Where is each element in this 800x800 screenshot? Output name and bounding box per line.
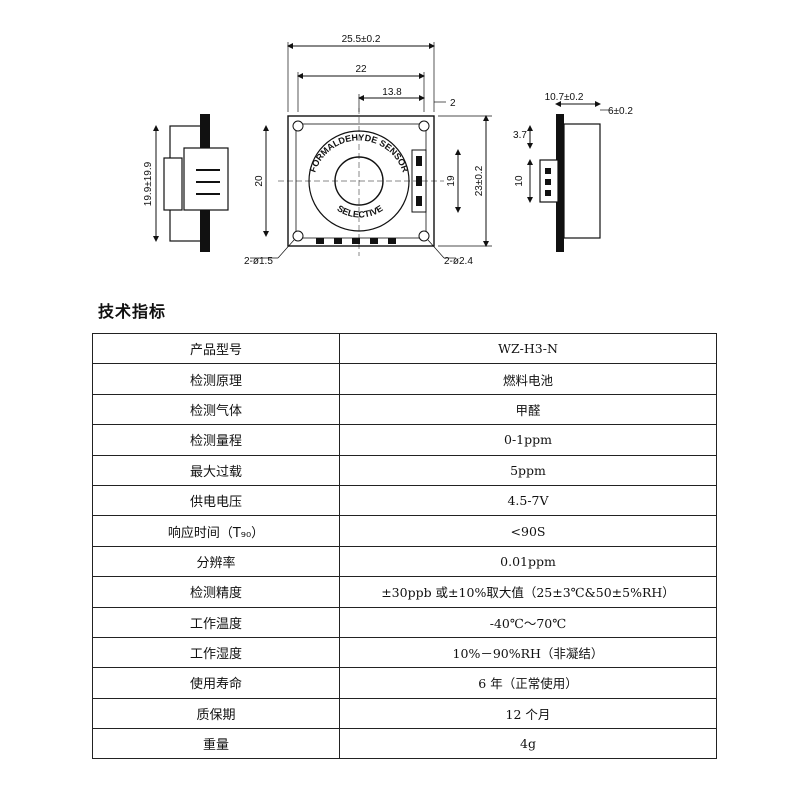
spec-label: 工作温度 xyxy=(92,606,340,638)
dim-overall-width: 25.5±0.2 xyxy=(342,34,381,45)
dim-hole-large: 2-ø2.4 xyxy=(444,256,473,267)
mount-hole-bl xyxy=(292,230,304,242)
spec-label: 质保期 xyxy=(92,697,340,730)
right-side-view: 10.7±0.2 6±0.2 3.7 10 xyxy=(513,92,633,252)
front-view: FORMALDEHYDE SENSOR SELECTIVE xyxy=(278,108,444,256)
spec-row: 检测原理燃料电池 xyxy=(92,363,717,395)
spec-value: 6 年（正常使用） xyxy=(339,667,717,699)
spec-value: <90S xyxy=(339,515,717,547)
front-dimensions: 25.5±0.2 22 13.8 2 20 19 23±0.2 2-ø1.5 2… xyxy=(244,34,492,267)
dim-overall-height: 23±0.2 xyxy=(474,165,485,196)
spec-value: ±30ppb 或±10%取大值（25±3℃&50±5%RH） xyxy=(339,576,717,608)
spec-label: 检测气体 xyxy=(92,393,340,426)
spec-value: 5ppm xyxy=(339,454,717,486)
dim-hole-spacing-v: 20 xyxy=(254,175,265,187)
spec-label: 供电电压 xyxy=(92,484,340,517)
dim-side-connector: 10 xyxy=(514,175,525,187)
dim-connector-height: 19 xyxy=(446,175,457,187)
svg-text:SELECTIVE: SELECTIVE xyxy=(335,203,384,219)
spec-value: -40℃～70℃ xyxy=(339,606,717,638)
spec-label: 重量 xyxy=(92,728,340,760)
sensor-dimension-drawing: 19.9±19.9 FORMALDEHYDE SENSOR SELECTIVE xyxy=(143,34,633,267)
dim-side-thickness: 6±0.2 xyxy=(608,106,633,117)
spec-value: 4g xyxy=(339,728,717,760)
dim-side-width: 10.7±0.2 xyxy=(545,92,584,103)
dim-left-view-size: 19.9±19.9 xyxy=(143,161,154,206)
spec-label: 工作湿度 xyxy=(92,636,340,669)
spec-value: 燃料电池 xyxy=(339,363,717,395)
spec-value: WZ-H3-N xyxy=(339,332,717,365)
spec-row: 响应时间（T₉₀）<90S xyxy=(92,515,717,547)
spec-label: 产品型号 xyxy=(92,332,340,365)
spec-label: 响应时间（T₉₀） xyxy=(92,515,340,547)
spec-label: 检测量程 xyxy=(92,424,340,456)
spec-row: 检测气体甲醛 xyxy=(92,393,717,426)
spec-row: 工作温度-40℃～70℃ xyxy=(92,606,717,638)
mount-hole-br xyxy=(418,230,430,242)
mount-hole-tl xyxy=(292,120,304,132)
section-title: 技术指标 xyxy=(98,302,167,321)
spec-value: 0-1ppm xyxy=(339,424,717,456)
dim-sensor-offset: 13.8 xyxy=(382,87,402,98)
spec-label: 使用寿命 xyxy=(92,667,340,699)
mount-hole-tr xyxy=(418,120,430,132)
left-side-view: 19.9±19.9 xyxy=(143,114,229,252)
spec-row: 检测精度±30ppb 或±10%取大值（25±3℃&50±5%RH） xyxy=(92,576,717,608)
dim-hole-spacing-h: 22 xyxy=(355,64,367,75)
spec-value: 0.01ppm xyxy=(339,545,717,578)
dim-corner-offset: 2 xyxy=(450,98,456,109)
spec-label: 最大过载 xyxy=(92,454,340,486)
dim-side-offset: 3.7 xyxy=(513,130,527,141)
spec-label: 检测精度 xyxy=(92,576,340,608)
spec-value: 10%－90%RH（非凝结） xyxy=(339,636,717,669)
spec-label: 分辨率 xyxy=(92,545,340,578)
spec-value: 12 个月 xyxy=(339,697,717,730)
dim-hole-small: 2-ø1.5 xyxy=(244,256,273,267)
spec-value: 甲醛 xyxy=(339,393,717,426)
spec-label: 检测原理 xyxy=(92,363,340,395)
spec-value: 4.5-7V xyxy=(339,484,717,517)
